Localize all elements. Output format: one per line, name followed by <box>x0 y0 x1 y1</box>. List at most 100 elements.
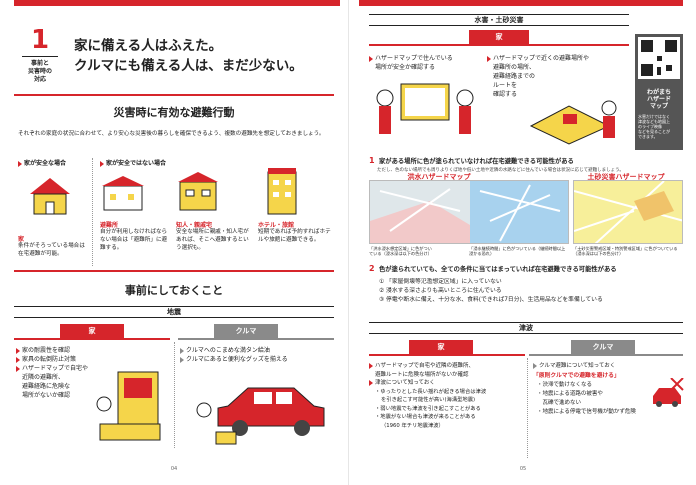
home-tab-rule <box>14 338 170 340</box>
triangle-icon <box>100 160 104 167</box>
section-title: 水害・土砂災害 <box>369 14 629 26</box>
list-item: を引き起こす可能性が高い(海溝型地震) <box>381 397 476 403</box>
triangle-icon <box>16 347 20 354</box>
home-tab: 家 <box>60 324 124 338</box>
car-tab-2-rule <box>529 354 683 356</box>
quake-divider <box>174 342 175 448</box>
chapter-divider <box>22 56 58 57</box>
home-tab: 家 <box>469 30 529 44</box>
intro-text: それぞれの家庭の状況に合わせて、より安心な災害後の暮らしを確保できるよう、複数の… <box>18 131 325 137</box>
hotel-title: ホテル・旅館 <box>258 222 295 229</box>
evacuation-route-illustration-icon <box>529 100 617 145</box>
list-item: 場所が安全か確認する <box>375 64 436 71</box>
list-item: 避難経路までの <box>493 73 536 80</box>
triangle-icon <box>16 356 20 363</box>
car-illustration-icon <box>196 387 325 445</box>
list-item: 近隣の避難所、 <box>22 374 65 381</box>
list-item: ・地震による停電で信号機が動かず危険 <box>537 409 636 415</box>
headline: 家に備える人はふえた。 クルマにも備える人は、まだ少ない。 <box>74 38 303 74</box>
top-red-band <box>14 0 340 6</box>
list-item: ・地震による道路の被害や <box>537 391 603 397</box>
list-item: 避難所の場所、 <box>493 64 536 71</box>
car-items-list: クルマへのこまめな満タン給油 クルマにあると便利なグッズを揃える <box>180 346 336 364</box>
chapter-subtitle: 事前と 災害時の 対応 <box>27 60 52 83</box>
list-item: クルマにあると便利なグッズを揃える <box>180 355 336 364</box>
map1-title: 洪水ハザードマップ <box>407 173 471 181</box>
right-page: 水害・土砂災害 家 ハザードマップで住んでいる 場所が安全か確認する ハザードマ… <box>348 0 696 485</box>
point1: 1 家がある場所に色が塗られていなければ在宅避難できる可能性がある <box>369 156 574 165</box>
triangle-icon <box>487 55 491 62</box>
hotel-text: 短期であれば予約すればホテルや旅館に避難できる。 <box>258 229 331 243</box>
list-item: ハザードマップで住んでいる <box>369 54 489 63</box>
home-items-list: 家の耐震性を確認 家具の転倒防止対策 ハザードマップで自宅や 近隣の避難所、 避… <box>16 346 172 400</box>
section2-rule <box>14 270 334 272</box>
list-item: 家の耐震性を確認 <box>16 346 172 355</box>
triangle-icon <box>16 365 20 372</box>
list-item: 避難ルートに危険な場所がないか確認 <box>375 371 469 378</box>
unsafe-label: 家が安全ではない場合 <box>100 158 166 167</box>
headline-rule <box>14 94 334 96</box>
list-item: （1960 年チリ地震津波） <box>381 422 444 429</box>
caption-1: 「洪水浸水想定区域」に色がついている（浸水深は以下の色分け） <box>369 246 432 256</box>
left-page: 1 事前と 災害時の 対応 家に備える人はふえた。 クルマにも備える人は、まだ少… <box>14 0 340 472</box>
no-car-icon <box>653 378 684 407</box>
section2-title: 事前にしておくこと <box>124 284 224 297</box>
home-tab-rule <box>369 44 629 46</box>
list-item: 家具の転倒防止対策 <box>16 355 172 364</box>
map-board-illustration-icon <box>376 83 474 134</box>
relatives-title: 知人・親戚宅 <box>176 222 213 229</box>
chapter-number: 1 <box>30 25 50 55</box>
list-item: クルマへのこまめな満タン給油 <box>180 346 336 355</box>
list-item: ハザードマップで近くの避難場所や <box>487 54 637 63</box>
hotel-icon <box>267 168 297 215</box>
list-item: 避難経路に危険な <box>22 383 71 390</box>
list-item: ③ 停電や断水に備え、十分な水、食料(できれば7日分)、生活用品などを準備してい… <box>379 297 603 303</box>
car-tab: クルマ <box>214 324 278 338</box>
point2: 2 色が塗られていても、全ての条件に当てはまっていれば在宅避難できる可能性がある <box>369 264 617 273</box>
safe-label: 家が安全な場合 <box>18 158 66 167</box>
tsunami-tab: 津波 <box>369 322 683 334</box>
triangle-icon <box>180 347 184 354</box>
qr-code-icon[interactable] <box>638 37 680 79</box>
home-title: 家 <box>18 236 25 243</box>
triangle-icon <box>369 55 373 62</box>
quake-tab: 地震 <box>14 306 334 318</box>
map2-title: 土砂災害ハザードマップ <box>587 173 665 181</box>
shelter-text: 自分が利用しなければならない場合は「避難所」に避難する。 <box>100 229 168 251</box>
page-number: 04 <box>170 466 178 472</box>
landslide-hazard-map <box>573 180 683 244</box>
list-item: 確認する <box>493 91 518 98</box>
list-item: ・渋滞で動けなくなる <box>537 382 593 388</box>
conditions-list: ① 「家屋倒壊等氾濫想定区域」に入っていない ② 浸水する深さよりも高いところに… <box>379 278 679 305</box>
qr-note: 水害だけではなく 津波なども地図上 のライブ映像 などを見ることが できます。 <box>638 114 670 139</box>
qr-panel: わがまち ハザード マップ 水害だけではなく 津波なども地図上 のライブ映像 な… <box>635 34 683 150</box>
home-text: 条件がそろっている場合は在宅避難が可能。 <box>18 243 85 257</box>
house-icon <box>30 178 70 215</box>
triangle-icon <box>18 160 22 167</box>
list-item: ・弱い地震でも津波を引き起こすことがある <box>375 405 481 412</box>
list-item: ・地震がない場合も津波が来ることがある <box>375 414 476 420</box>
home-tab-2: 家 <box>409 340 473 354</box>
car-tab-rule <box>178 338 334 340</box>
tsunami-car-list: クルマ避難について知っておく 「原則クルマでの避難を避ける」 ・渋滞で動けなくな… <box>533 362 683 417</box>
caption-3: 「土砂災害警戒区域・特別警戒区域」に色がついている（浸水深は以下の色分け） <box>573 246 678 256</box>
home-tab-2-rule <box>369 354 525 356</box>
triangle-icon <box>533 362 537 369</box>
bullet-right-list: ハザードマップで近くの避難場所や 避難所の場所、 避難経路までの ルートを 確認… <box>487 54 637 99</box>
list-item: ② 浸水する深さよりも高いところに住んでいる <box>379 288 502 294</box>
relatives-text: 安全な場所に親戚・知人宅があれば、そこへ避難するという選択も。 <box>176 229 249 251</box>
shelter-icon <box>102 176 144 211</box>
list-item: 瓦礫で進めない <box>537 400 582 406</box>
list-item: ・ゆったりとした長い揺れが起きる場合は津波 <box>375 388 487 395</box>
relatives-house-icon <box>178 172 218 211</box>
tsunami-home-list: ハザードマップで自宅や近隣の避難所、 避難ルートに危険な場所がないか確認 津波に… <box>369 362 525 430</box>
caption-2: 「浸水継続時間」に色がついている（継続時間以上浸かる恐れ） <box>469 246 566 256</box>
list-item: ハザードマップで自宅や近隣の避難所、 <box>369 362 525 371</box>
triangle-icon <box>369 362 373 369</box>
bullet-left-list: ハザードマップで住んでいる 場所が安全か確認する <box>369 54 489 72</box>
car-tab-2: クルマ <box>571 340 635 354</box>
top-red-band <box>359 0 683 6</box>
list-item: ルートを <box>493 82 518 89</box>
list-item: 津波について知っておく <box>369 379 525 388</box>
car-quote: 「原則クルマでの避難を避ける」 <box>533 373 620 379</box>
